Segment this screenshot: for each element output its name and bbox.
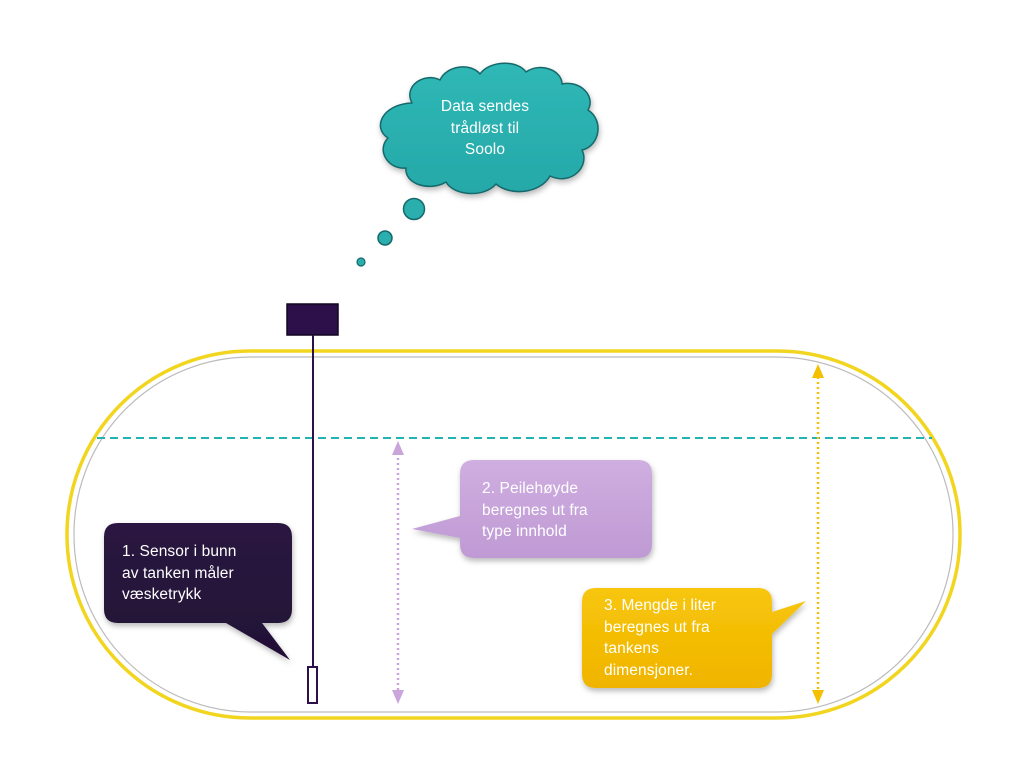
callout-sensor-line: av tanken måler — [122, 564, 234, 582]
thought-bubble-large — [402, 197, 426, 221]
liquid-height-arrow — [392, 441, 404, 704]
callout-volume-line: dimensjoner. — [604, 661, 694, 679]
sensor-probe — [286, 303, 339, 704]
callout-volume-text: 3. Mengde i liter beregnes ut fra tanken… — [604, 595, 716, 681]
callout-height-line: type innhold — [482, 523, 567, 540]
callout-sensor-box — [104, 523, 292, 660]
tank-height-arrow — [812, 364, 824, 704]
volume-arrow-head-top — [812, 364, 824, 378]
callout-height-box — [412, 460, 652, 558]
callout-volume-line: 3. Mengde i liter — [604, 597, 716, 614]
callout-height-text: 2. Peilehøyde beregnes ut fra type innho… — [482, 478, 588, 543]
height-arrow-head-top — [392, 441, 404, 455]
callout-volume-line: beregnes ut fra — [604, 618, 710, 636]
volume-arrow-head-bottom — [812, 690, 824, 704]
callout-sensor-text: 1. Sensor i bunn av tanken måler væsketr… — [122, 541, 236, 606]
sensor-transmitter-box — [286, 303, 339, 336]
callout-volume-box — [582, 588, 806, 688]
callout-height-line: beregnes ut fra — [482, 501, 588, 519]
cloud-shape — [379, 62, 599, 195]
cloud-label-line: trådløst til — [450, 119, 520, 137]
cloud-label: Data sendes trådløst til Soolo — [420, 96, 550, 161]
height-arrow-head-bottom — [392, 690, 404, 704]
callout-sensor-line: væsketrykk — [122, 586, 202, 603]
thought-bubble-medium — [377, 230, 393, 246]
callout-sensor-line: 1. Sensor i bunn — [122, 543, 237, 560]
cloud-label-line: Soolo — [464, 141, 506, 158]
callout-volume-line: tankens — [604, 640, 659, 657]
callout-height-line: 2. Peilehøyde — [482, 480, 579, 497]
thought-bubble-small — [356, 257, 366, 267]
cloud-label-line: Data sendes — [440, 98, 530, 115]
sensor-tip — [307, 666, 318, 704]
tank-inner-outline — [73, 356, 954, 713]
thought-bubbles — [356, 197, 426, 267]
